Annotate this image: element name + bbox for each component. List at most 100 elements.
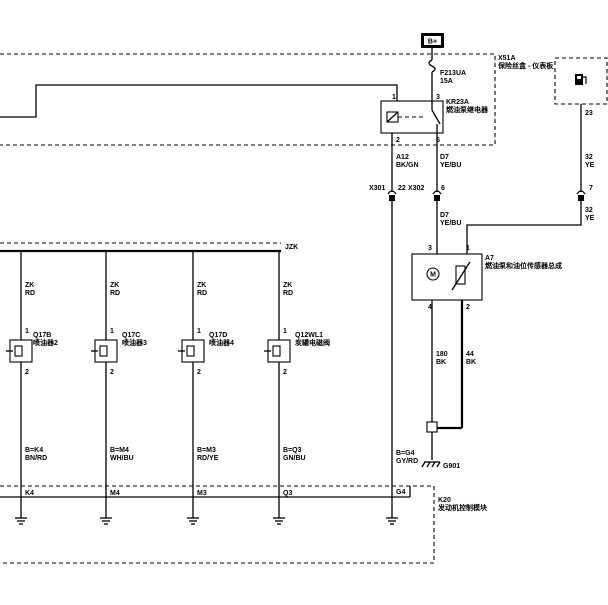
svg-text:ZK: ZK (283, 282, 292, 289)
relay-pin-5: 5 (436, 137, 440, 144)
wire-bg4: B=G4 (396, 450, 415, 457)
pump-pin-2: 2 (466, 304, 470, 311)
svg-text:2: 2 (25, 369, 29, 376)
wire-a12: A12 (396, 154, 409, 161)
battery-label: B+ (428, 39, 437, 46)
svg-text:WH/BU: WH/BU (110, 455, 134, 462)
relay-pin-1: 1 (392, 94, 396, 101)
svg-text:Q12WL1: Q12WL1 (295, 332, 323, 339)
solenoid-q12wl1: ZK RD 1 Q12WL1 炭罐电磁阀 2 B=Q3 GN/BU Q3 (264, 251, 330, 512)
wire-ye-bottom: YE (585, 215, 595, 222)
svg-text:2: 2 (110, 369, 114, 376)
connector-x302: X302 6 (408, 185, 445, 201)
ecm-pin-g4: G4 (396, 489, 405, 496)
svg-text:RD: RD (25, 290, 35, 297)
relay-name: 燃油泵继电器 (445, 105, 489, 114)
injector-q17c: ZK RD 1 Q17C 喷油器3 2 B=M4 WH/BU M4 (91, 251, 147, 512)
fuse-block-outline: X51A 保险丝盒 - 仪表板 (0, 53, 554, 146)
wire-yebu-pump: YE/BU (440, 220, 461, 227)
svg-text:ZK: ZK (25, 282, 34, 289)
svg-text:M4: M4 (110, 490, 120, 497)
fuel-pump-icon (575, 74, 587, 85)
fuel-gauge-module: 23 (554, 57, 608, 117)
svg-text:B=M4: B=M4 (110, 447, 129, 454)
ecm-code: K20 (438, 497, 451, 504)
svg-text:1: 1 (283, 328, 287, 335)
svg-text:喷油器3: 喷油器3 (122, 338, 147, 347)
svg-text:B=Q3: B=Q3 (283, 447, 302, 454)
injector-left: ZK RD 1 Q17B 喷油器2 2 B=K4 BN/RD K4 (6, 251, 58, 512)
connector-x301: X301 22 (369, 185, 406, 201)
wire-bk-44: BK (466, 359, 476, 366)
svg-text:1: 1 (197, 328, 201, 335)
connector-x302-name: X302 (408, 185, 424, 192)
svg-text:RD/YE: RD/YE (197, 455, 219, 462)
fuse-code: F213UA (440, 70, 466, 77)
pump-module-code: A7 (485, 255, 494, 262)
motor-icon (426, 267, 440, 281)
svg-text:GN/BU: GN/BU (283, 455, 306, 462)
relay-kr23a: 1 3 KR23A 燃油泵继电器 2 5 (380, 94, 489, 144)
wire-bkgn: BK/GN (396, 162, 419, 169)
connector-right-pin: 7 (589, 185, 593, 192)
wire-d7-top: D7 (440, 154, 449, 161)
fuse-rating: 15A (440, 78, 453, 85)
svg-text:喷油器4: 喷油器4 (209, 338, 234, 347)
svg-text:1: 1 (25, 328, 29, 335)
connector-x302-pin: 6 (441, 185, 445, 192)
fuse-f213ua: F213UA 15A (428, 59, 466, 85)
wire-32-top: 32 (585, 154, 593, 161)
svg-text:RD: RD (283, 290, 293, 297)
svg-text:喷油器2: 喷油器2 (33, 338, 58, 347)
svg-text:ZK: ZK (110, 282, 119, 289)
ground-code: G901 (443, 463, 460, 470)
fuse-block-name: 保险丝盒 - 仪表板 (497, 61, 554, 70)
svg-text:Q17B: Q17B (33, 332, 51, 339)
wire-ye-top: YE (585, 162, 595, 169)
battery-terminal: B+ (421, 33, 444, 48)
pump-pin-3: 3 (428, 245, 432, 252)
bus-code: JZK (285, 244, 298, 251)
svg-text:2: 2 (283, 369, 287, 376)
svg-text:B=K4: B=K4 (25, 447, 43, 454)
svg-text:RD: RD (197, 290, 207, 297)
wire-44: 44 (466, 351, 474, 358)
pump-pin-4: 4 (428, 304, 432, 311)
pump-module-name: 燃油泵和油位传感器总成 (484, 261, 562, 270)
ecm-name: 发动机控制模块 (437, 503, 488, 512)
wire-32-bottom: 32 (585, 207, 593, 214)
svg-text:RD: RD (110, 290, 120, 297)
motor-label: M (430, 272, 436, 279)
svg-text:Q3: Q3 (283, 490, 292, 497)
fuel-pump-module-a7: 3 1 A7 燃油泵和油位传感器总成 M 4 2 (411, 245, 562, 311)
svg-text:BN/RD: BN/RD (25, 455, 47, 462)
fuse-block-code: X51A (498, 55, 516, 62)
connector-right: 7 (576, 185, 593, 201)
svg-text:M3: M3 (197, 490, 207, 497)
relay-code: KR23A (446, 99, 469, 106)
svg-text:K4: K4 (25, 490, 34, 497)
ecm-k20: G4 K20 发动机控制模块 (0, 485, 488, 564)
pump-pin-1: 1 (466, 245, 470, 252)
wire-bk-180: BK (436, 359, 446, 366)
level-sensor-icon (455, 265, 466, 285)
relay-pin-2: 2 (396, 137, 400, 144)
gauge-pin-23: 23 (585, 110, 593, 117)
svg-text:1: 1 (110, 328, 114, 335)
connector-x301-pin: 22 (398, 185, 406, 192)
ecm-ground-symbols (15, 497, 398, 525)
wire-gyrd: GY/RD (396, 458, 418, 465)
injector-bus-jzk: JZK (0, 242, 298, 253)
wire-yebu-top: YE/BU (440, 162, 461, 169)
wire-180: 180 (436, 351, 448, 358)
svg-text:炭罐电磁阀: 炭罐电磁阀 (295, 338, 330, 347)
svg-text:Q17C: Q17C (122, 332, 140, 339)
svg-text:2: 2 (197, 369, 201, 376)
relay-pin-3: 3 (436, 94, 440, 101)
connector-x301-name: X301 (369, 185, 385, 192)
wire-d7-pump: D7 (440, 212, 449, 219)
svg-text:Q17D: Q17D (209, 332, 227, 339)
svg-text:B=M3: B=M3 (197, 447, 216, 454)
ground-g901: G901 (421, 461, 460, 470)
